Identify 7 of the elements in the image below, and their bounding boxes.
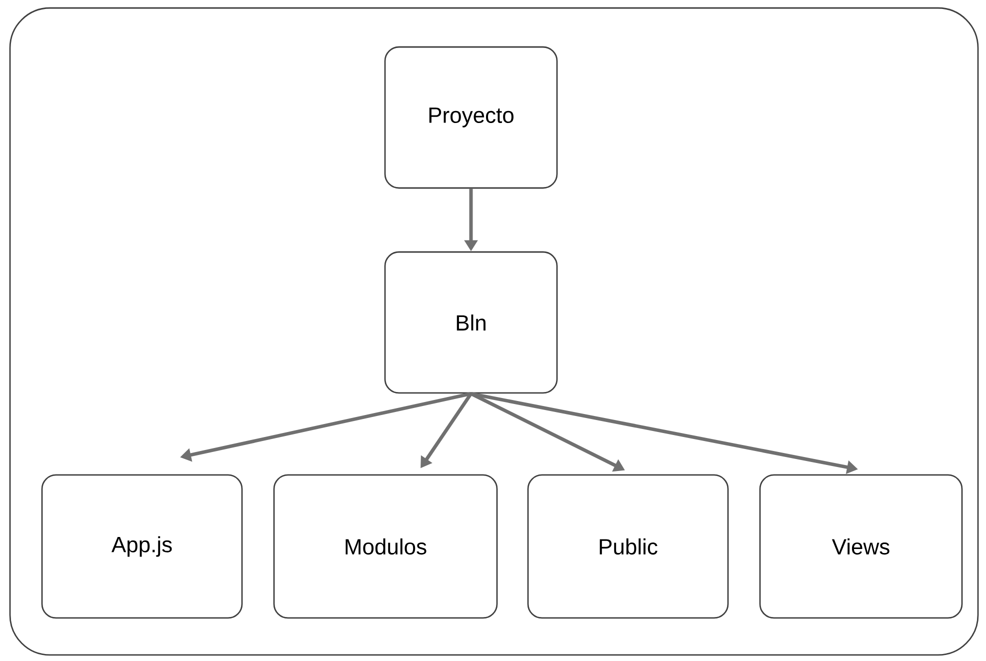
frame xyxy=(9,7,979,656)
folder-box: Bln xyxy=(384,251,558,394)
folder-box: Views xyxy=(759,474,963,619)
folder-box: Proyecto xyxy=(384,46,558,189)
folder-box: Public xyxy=(527,474,729,619)
folder-box: Modulos xyxy=(273,474,498,619)
folder-box: App.js xyxy=(41,474,243,619)
